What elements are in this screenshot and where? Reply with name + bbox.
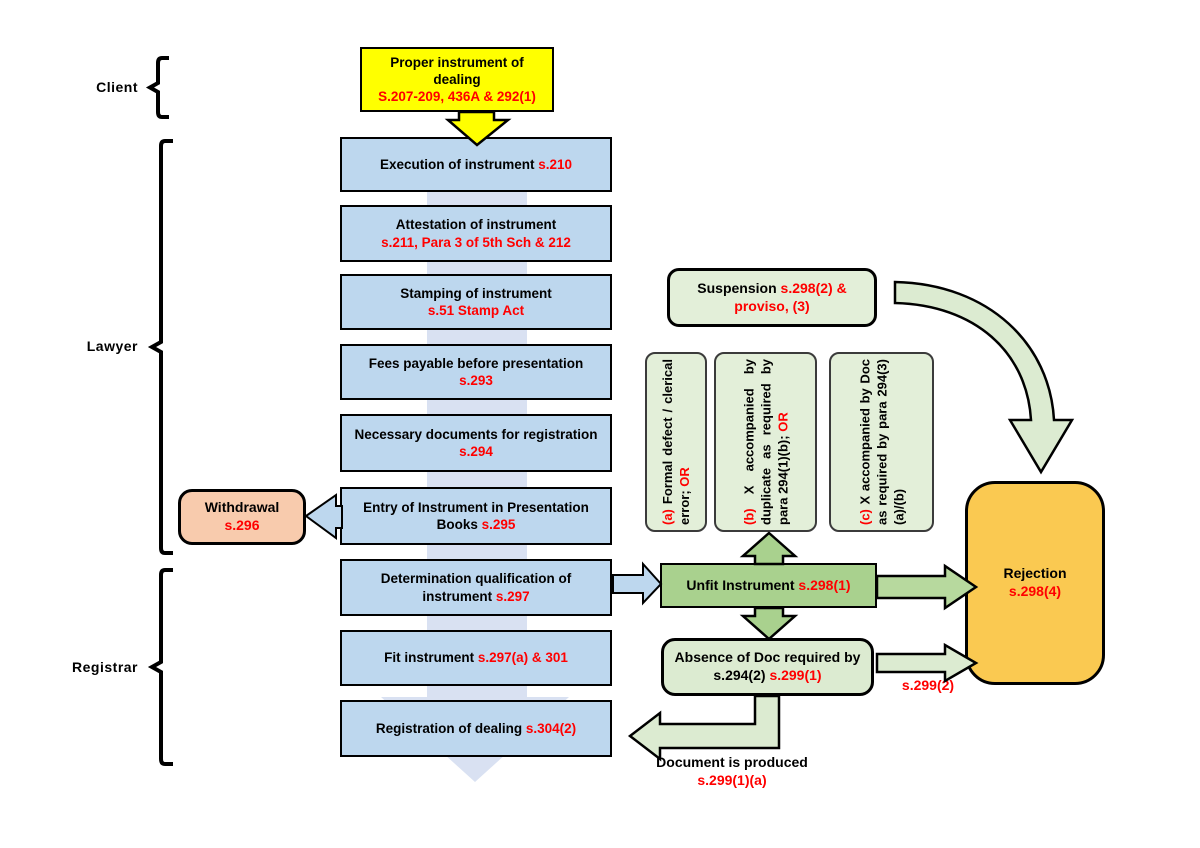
node-attestation: Attestation of instrument s.211, Para 3 … xyxy=(340,205,612,262)
arrow-unfit-to-rejection xyxy=(875,563,979,611)
node-stamping: Stamping of instrument s.51 Stamp Act xyxy=(340,274,612,330)
node-condition-b: (b) X accompanied by duplicate as requir… xyxy=(714,352,817,532)
node-condition-c: (c) X accompanied by Doc as required by … xyxy=(829,352,934,532)
role-label-registrar: Registrar xyxy=(72,659,138,675)
node-rejection: Rejection s.298(4) xyxy=(965,481,1105,685)
node-execution: Execution of instrument s.210 xyxy=(340,137,612,192)
node-registration-of-dealing: Registration of dealing s.304(2) xyxy=(340,700,612,757)
arrow-entry-to-withdrawal xyxy=(304,493,343,540)
node-entry-presentation-books: Entry of Instrument in Presentation Book… xyxy=(340,487,612,545)
role-label-client: Client xyxy=(96,79,138,95)
node-absence-of-doc: Absence of Doc required by s.294(2) s.29… xyxy=(661,638,874,696)
label-document-is-produced: Document is produced s.299(1)(a) xyxy=(656,754,808,789)
node-fees: Fees payable before presentation s.293 xyxy=(340,344,612,400)
label-s299-2: s.299(2) xyxy=(901,677,955,693)
arrow-unfit-to-absence xyxy=(739,606,799,641)
arrow-determination-to-unfit xyxy=(612,561,663,606)
arrow-absence-to-registration xyxy=(627,694,781,762)
node-suspension: Suspension s.298(2) & proviso, (3) xyxy=(667,268,877,327)
node-unfit-instrument: Unfit Instrument s.298(1) xyxy=(660,563,877,608)
registrar-bracket xyxy=(147,568,173,766)
arrow-unfit-to-conditions xyxy=(739,531,799,566)
node-proper-instrument: Proper instrument of dealing S.207-209, … xyxy=(360,47,554,112)
node-withdrawal: Withdrawal s.296 xyxy=(178,489,306,545)
node-fit-instrument: Fit instrument s.297(a) & 301 xyxy=(340,630,612,686)
node-necessary-documents: Necessary documents for registration s.2… xyxy=(340,414,612,472)
lawyer-bracket xyxy=(147,139,173,555)
client-bracket xyxy=(145,56,169,119)
role-label-lawyer: Lawyer xyxy=(86,338,138,354)
node-condition-a: (a) Formal defect / clerical error; OR xyxy=(645,352,707,532)
node-determination-qualification: Determination qualification of instrumen… xyxy=(340,559,612,616)
